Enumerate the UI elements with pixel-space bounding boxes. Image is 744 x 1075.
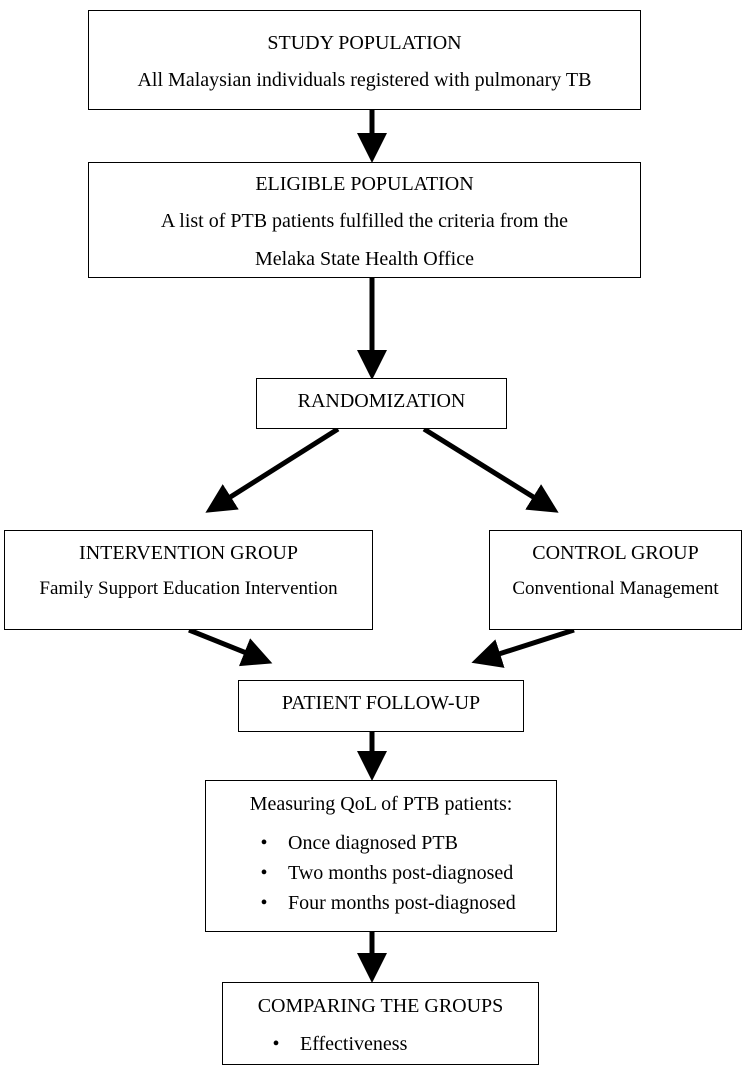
arrow-intervention-to-followup <box>188 627 273 667</box>
arrow-randomization-to-control <box>422 426 559 513</box>
list-item-text: Two months post-diagnosed <box>288 862 514 884</box>
study-population-title: STUDY POPULATION <box>267 32 462 54</box>
list-item-text: Four months post-diagnosed <box>288 892 516 914</box>
patient-follow-up-box: PATIENT FOLLOW-UP <box>238 680 524 732</box>
arrow-control-to-followup <box>471 627 575 668</box>
bullet-icon: • <box>272 1033 280 1055</box>
comparing-groups-title: COMPARING THE GROUPS <box>257 995 504 1017</box>
eligible-population-line-2: Melaka State Health Office <box>255 248 474 270</box>
eligible-population-box: ELIGIBLE POPULATION A list of PTB patien… <box>88 162 641 278</box>
comparing-groups-box: COMPARING THE GROUPS • Effectiveness <box>222 982 539 1065</box>
study-population-box: STUDY POPULATION All Malaysian individua… <box>88 10 641 110</box>
list-item-text: Effectiveness <box>300 1033 408 1055</box>
intervention-group-title: INTERVENTION GROUP <box>79 542 298 564</box>
randomization-box: RANDOMIZATION <box>256 378 507 429</box>
intervention-group-box: INTERVENTION GROUP Family Support Educat… <box>4 530 373 630</box>
control-group-text: Conventional Management <box>512 578 719 599</box>
eligible-population-line-1: A list of PTB patients fulfilled the cri… <box>160 210 569 232</box>
patient-follow-up-title: PATIENT FOLLOW-UP <box>281 692 481 714</box>
control-group-title: CONTROL GROUP <box>532 542 699 564</box>
eligible-population-title: ELIGIBLE POPULATION <box>255 173 474 195</box>
list-item-text: Once diagnosed PTB <box>288 832 458 854</box>
intervention-group-text: Family Support Education Intervention <box>39 578 338 599</box>
study-population-text: All Malaysian individuals registered wit… <box>137 69 592 91</box>
bullet-icon: • <box>260 832 268 854</box>
control-group-box: CONTROL GROUP Conventional Management <box>489 530 742 630</box>
randomization-title: RANDOMIZATION <box>297 390 466 412</box>
measuring-qol-title: Measuring QoL of PTB patients: <box>249 793 513 815</box>
bullet-icon: • <box>260 862 268 884</box>
bullet-icon: • <box>260 892 268 914</box>
measuring-qol-box: Measuring QoL of PTB patients: • Once di… <box>205 780 557 932</box>
arrow-randomization-to-intervention <box>205 426 340 513</box>
